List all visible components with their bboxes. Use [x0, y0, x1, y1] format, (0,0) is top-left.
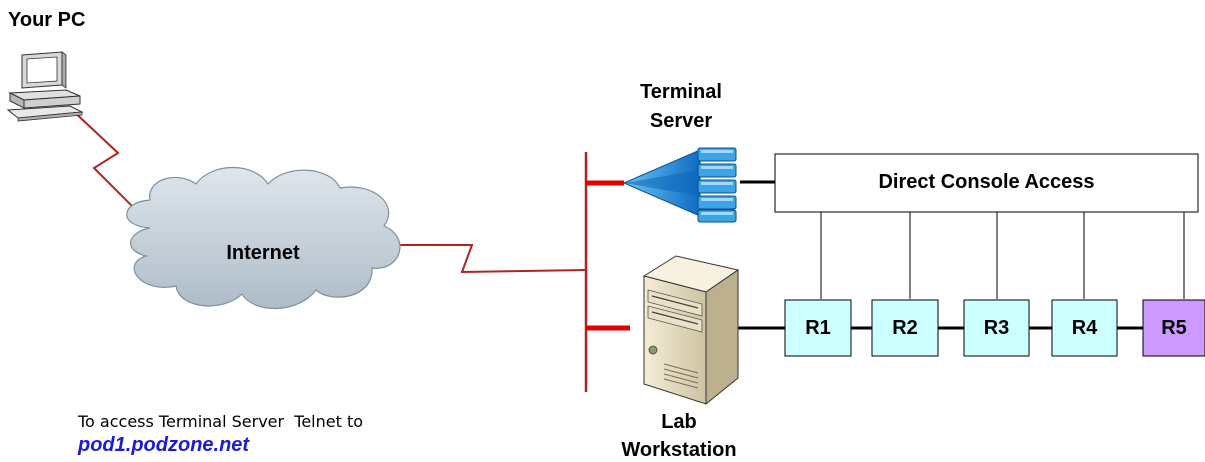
- telnet-host-link[interactable]: pod1.podzone.net: [78, 434, 250, 456]
- desktop-pc-icon: [6, 51, 84, 122]
- internet-label: Internet: [226, 242, 300, 264]
- wan-link-internet-lan: [388, 244, 587, 274]
- router-box-r2[interactable]: [871, 299, 939, 357]
- cloud-icon: [126, 166, 401, 310]
- router-box-r3[interactable]: [963, 299, 1030, 357]
- terminal-server-label: Terminal Server: [640, 81, 722, 132]
- router-label-r4: R4: [1071, 317, 1098, 339]
- direct-console-access-label: Direct Console Access: [878, 171, 1095, 193]
- wan-link-pc-internet: [69, 107, 159, 233]
- your-pc-label: Your PC: [8, 9, 86, 31]
- router-label-r1: R1: [805, 317, 831, 339]
- router-box-r1[interactable]: [784, 299, 852, 357]
- direct-console-access-box: [774, 153, 1199, 213]
- lab-workstation-label: Lab Workstation: [621, 411, 737, 461]
- console-drops: [820, 212, 1185, 299]
- router-label-r2: R2: [892, 317, 918, 339]
- tower-server-icon: [642, 255, 740, 406]
- router-box-r5[interactable]: [1142, 299, 1205, 357]
- router-label-r3: R3: [983, 317, 1010, 339]
- router-label-r5: R5: [1161, 317, 1187, 339]
- router-box-r4[interactable]: [1051, 299, 1118, 357]
- terminal-server-icon: [622, 147, 737, 223]
- access-instructions: To access Terminal Server Telnet to: [78, 412, 364, 431]
